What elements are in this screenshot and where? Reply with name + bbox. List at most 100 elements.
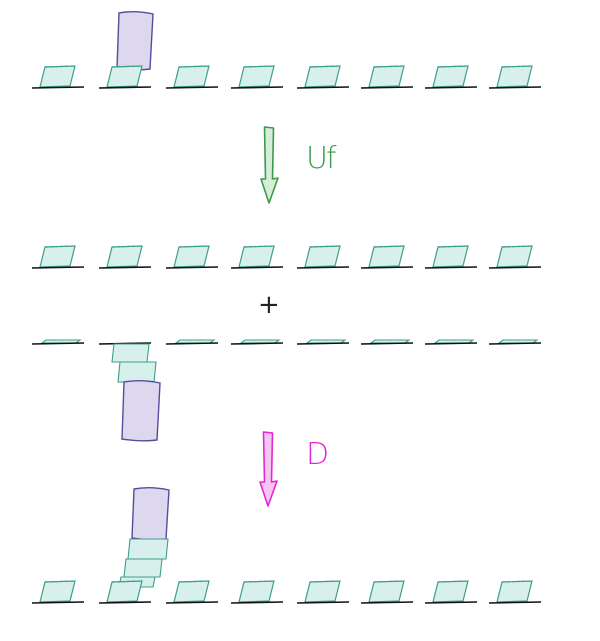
cell-top-dash (501, 65, 533, 68)
cell-top-dash (178, 65, 210, 68)
baseline-segment (296, 266, 350, 269)
baseline-segment (360, 86, 414, 89)
baseline-segment (296, 601, 350, 604)
cell-top-dash (309, 65, 341, 68)
cell (173, 65, 210, 88)
baseline-segment (165, 266, 219, 269)
cell-top-dash (437, 65, 469, 68)
cell (173, 580, 210, 603)
baseline-segment (165, 86, 219, 89)
cell-top-dash (309, 245, 341, 248)
cell (304, 580, 341, 603)
cell-top-dash (111, 65, 143, 68)
cell (432, 245, 469, 268)
cell-top-dash (309, 580, 341, 583)
baseline-segment (424, 86, 478, 89)
cell-top-dash (111, 580, 143, 583)
purple-block (121, 380, 161, 442)
baseline-segment (296, 342, 350, 345)
baseline-segment (488, 601, 542, 604)
cell-top-dash (44, 245, 76, 248)
baseline-segment (488, 342, 542, 345)
arrow-shape (260, 126, 279, 204)
baseline-segment (488, 86, 542, 89)
baseline-segment (360, 342, 414, 345)
cell-top-dash (243, 580, 275, 583)
cell-top-dash (373, 580, 405, 583)
stacked-cell (117, 361, 157, 383)
cell (106, 65, 143, 88)
cell (39, 65, 76, 88)
arrow-uf-label: Uf (306, 141, 337, 176)
cell (496, 65, 533, 88)
cell (106, 580, 143, 603)
cell-top-dash (373, 65, 405, 68)
arrow-shape (259, 431, 278, 507)
cell (496, 245, 533, 268)
cell (432, 580, 469, 603)
row-top (31, 11, 542, 89)
arrow-uf (260, 126, 279, 204)
cell (368, 65, 405, 88)
cell-top-dash (501, 245, 533, 248)
baseline-segment (230, 601, 284, 604)
row-inverted (31, 339, 542, 442)
baseline-segment (98, 86, 152, 89)
baseline-segment (230, 342, 284, 345)
cell (39, 580, 76, 603)
baseline-segment (360, 601, 414, 604)
cell-top-dash (178, 245, 210, 248)
cell-top-dash (243, 65, 275, 68)
baseline-segment (31, 266, 85, 269)
cell (304, 65, 341, 88)
row-bottom (31, 487, 542, 604)
cell (106, 245, 143, 268)
baseline-segment (98, 601, 152, 604)
cell (432, 65, 469, 88)
cell (238, 65, 275, 88)
stacked-cell (127, 538, 169, 560)
baseline-segment (424, 342, 478, 345)
stacked-cell (123, 558, 163, 578)
row-middle (31, 245, 542, 269)
baseline-segment (165, 601, 219, 604)
cell-top-dash (501, 580, 533, 583)
baseline-segment (230, 86, 284, 89)
cell (368, 245, 405, 268)
cell (496, 580, 533, 603)
cell-top-dash (437, 580, 469, 583)
purple-block (116, 11, 154, 71)
baseline-segment (424, 266, 478, 269)
plus-sign-text: + (258, 290, 280, 320)
cell (39, 245, 76, 268)
baseline-segment (98, 266, 152, 269)
purple-block (131, 487, 170, 541)
cell-top-dash (373, 245, 405, 248)
baseline-segment (230, 266, 284, 269)
cell (304, 245, 341, 268)
baseline-segment (165, 342, 219, 345)
baseline-segment (31, 342, 85, 345)
cell-top-dash (111, 245, 143, 248)
baseline-segment (488, 266, 542, 269)
cell-top-dash (243, 245, 275, 248)
cell (238, 580, 275, 603)
cell (173, 245, 210, 268)
baseline-segment (296, 86, 350, 89)
cell (238, 245, 275, 268)
baseline-segment (424, 601, 478, 604)
arrow-d-label: D (306, 437, 329, 472)
cell-top-dash (44, 65, 76, 68)
plus-sign: + (258, 290, 280, 320)
cell-top-dash (437, 245, 469, 248)
cell-top-dash (44, 580, 76, 583)
cell (368, 580, 405, 603)
baseline-segment (31, 601, 85, 604)
baseline-segment (31, 86, 85, 89)
arrow-d (259, 431, 278, 507)
baseline-segment (360, 266, 414, 269)
stacked-cell (111, 343, 150, 363)
cell-top-dash (178, 580, 210, 583)
